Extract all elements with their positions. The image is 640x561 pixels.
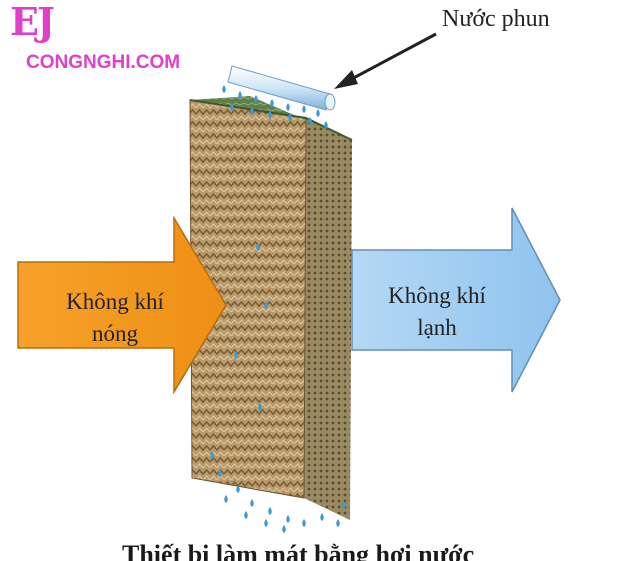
cooling-pad-top-edge	[189, 99, 353, 141]
cooling-pad-top	[190, 96, 352, 140]
water-droplet-icon	[238, 91, 242, 99]
water-droplet-icon	[258, 403, 262, 411]
hot-air-label-line2: nóng	[92, 321, 138, 346]
water-droplet-icon	[230, 103, 234, 111]
water-droplet-icon	[286, 515, 290, 523]
water-droplet-icon	[282, 525, 286, 533]
water-droplet-icon	[234, 351, 238, 359]
water-droplet-icon	[236, 485, 240, 493]
water-droplet-icon	[218, 469, 222, 477]
water-droplet-icon	[264, 301, 268, 309]
water-droplet-icon	[270, 99, 274, 107]
water-droplet-icon	[316, 109, 320, 117]
hot-air-label-line1: Không khí	[66, 289, 164, 314]
water-droplet-icon	[256, 243, 260, 251]
water-droplet-icon	[268, 507, 272, 515]
water-droplet-icon	[264, 519, 268, 527]
site-logo-text: CONGNGHI.COM	[26, 52, 181, 73]
water-droplet-icon	[286, 103, 290, 111]
water-droplet-icon	[324, 121, 328, 129]
arrow-pointer-icon	[334, 32, 437, 89]
water-droplet-icon	[302, 105, 306, 113]
water-droplet-icon	[336, 519, 340, 527]
water-droplet-icon	[250, 107, 254, 115]
hot-air-arrow	[17, 215, 227, 395]
water-droplets	[210, 85, 346, 533]
water-droplet-icon	[210, 451, 214, 459]
hot-air-label: Không khí nóng	[30, 286, 200, 350]
water-droplet-icon	[244, 511, 248, 519]
cold-air-label-line2: lạnh	[417, 315, 457, 340]
water-droplet-icon	[302, 519, 306, 527]
figure-caption: Thiết bị làm mát bằng hơi nước	[122, 540, 475, 561]
water-droplet-icon	[288, 113, 292, 121]
water-droplet-icon	[222, 85, 226, 93]
water-droplet-icon	[224, 495, 228, 503]
water-pipe-icon	[227, 65, 336, 111]
site-logo-mark: EJ	[10, 0, 55, 44]
water-droplet-icon	[268, 111, 272, 119]
water-droplet-icon	[308, 117, 312, 125]
water-droplet-icon	[254, 95, 258, 103]
cold-air-label-line1: Không khí	[388, 283, 486, 308]
water-droplet-icon	[250, 499, 254, 507]
spray-water-label: Nước phun	[442, 6, 550, 32]
cold-air-label: Không khí lạnh	[362, 280, 512, 344]
water-droplet-icon	[342, 501, 346, 509]
cold-air-arrow	[351, 207, 561, 393]
water-droplet-icon	[320, 513, 324, 521]
cooling-pad-side	[304, 118, 352, 520]
